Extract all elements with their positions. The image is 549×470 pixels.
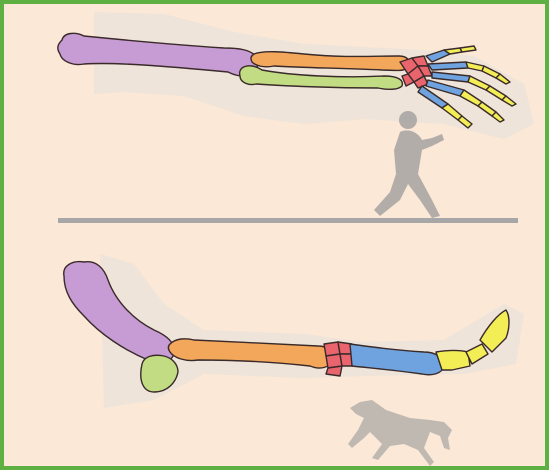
human-arm [58, 12, 534, 139]
galloping-horse-icon [348, 400, 452, 466]
horse-leg [64, 254, 524, 408]
limb-comparison-diagram [4, 4, 549, 470]
divider-line [58, 218, 518, 223]
walking-human-icon [374, 111, 444, 218]
